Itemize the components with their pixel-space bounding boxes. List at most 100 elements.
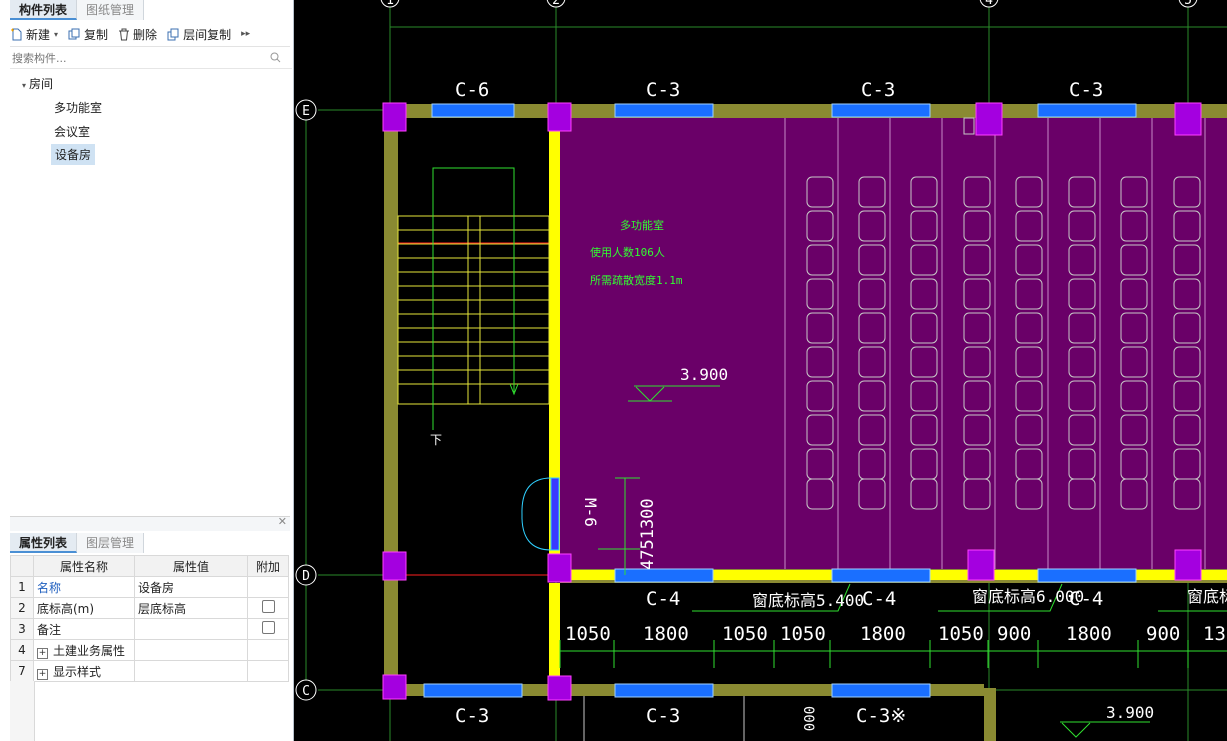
more-icon[interactable]: ▸▸ (241, 29, 251, 39)
dimension-label: 135 (1203, 623, 1227, 645)
tree-root-label: 房间 (29, 77, 54, 91)
seating (806, 176, 1201, 510)
elevation-label: 3.900 (680, 365, 728, 384)
extra-checkbox[interactable] (261, 600, 275, 613)
property-tabs: 属性列表 图层管理 (10, 533, 145, 553)
axis-label: D (302, 569, 310, 584)
dimension-label: 1050 (780, 623, 826, 645)
component-toolbar: 新建 ▾ 复制 删除 层间复制 ▸▸ (10, 22, 290, 47)
header-extra: 附加 (247, 555, 289, 577)
door-m6[interactable] (521, 477, 560, 551)
dimension-label: 1800 (1066, 623, 1112, 645)
tab-drawing-management[interactable]: 图纸管理 (77, 0, 145, 20)
new-file-icon (11, 28, 22, 40)
tab-property-list[interactable]: 属性列表 (10, 533, 78, 553)
component-tabs: 构件列表 图纸管理 (10, 0, 145, 20)
dimension-label: 1050 (722, 623, 768, 645)
window-label: C-3 (861, 79, 895, 101)
stair-down-label: 下 (430, 433, 442, 447)
room-evac-label: 所需疏散宽度1.1m (590, 273, 683, 287)
panel-splitter[interactable]: ✕ (10, 515, 290, 531)
room-name-label: 多功能室 (620, 218, 664, 232)
collapse-icon[interactable]: ▾ (22, 81, 27, 90)
tree-item-meeting[interactable]: 会议室 (54, 125, 91, 139)
new-button[interactable]: 新建 ▾ (10, 26, 58, 43)
delete-button[interactable]: 删除 (118, 26, 157, 43)
extra-checkbox[interactable] (261, 621, 275, 634)
dimension-label: 1800 (643, 623, 689, 645)
vertical-dimension: 4751300 (638, 498, 658, 570)
table-row[interactable]: 7 +显示样式 (10, 660, 289, 682)
tree-item-equipment[interactable]: 设备房 (51, 144, 96, 165)
table-row[interactable]: 1 名称 设备房 (10, 576, 289, 598)
axis-label: 1 (386, 0, 394, 8)
window-label: C-3※ (856, 705, 906, 727)
copy-button-label: 复制 (84, 27, 109, 42)
copy-icon (68, 28, 80, 39)
axis-label: 4 (985, 0, 993, 8)
staircase[interactable] (397, 215, 550, 405)
floor-copy-button[interactable]: 层间复制 (167, 26, 231, 43)
window-label: C-6 (455, 79, 489, 101)
expand-icon[interactable]: + (37, 668, 48, 680)
header-name: 属性名称 (33, 555, 135, 577)
search-icon[interactable] (270, 52, 281, 63)
property-name: 名称 (33, 576, 135, 598)
table-row[interactable]: 3 备注 (10, 618, 289, 640)
axis-label: E (302, 104, 310, 119)
windows (423, 103, 1137, 698)
dimension-label: 1800 (860, 623, 906, 645)
chevron-down-icon[interactable]: ▾ (54, 29, 59, 39)
left-panel: 构件列表 图纸管理 新建 ▾ 复制 删除 层间复制 ▸▸ ▾房间 多功能室 会议… (0, 0, 294, 741)
window-label: C-3 (646, 705, 680, 727)
property-name: 备注 (33, 618, 135, 640)
room-multifunction[interactable] (560, 118, 1227, 569)
dimension-label: 900 (1146, 623, 1180, 645)
copy-button[interactable]: 复制 (68, 26, 108, 43)
axis-label: 5 (1184, 0, 1192, 8)
sill-label: 窗底标高5.400 (752, 591, 864, 610)
trash-icon (119, 28, 130, 40)
room-occupancy-label: 使用人数106人 (590, 246, 665, 259)
floor-copy-button-label: 层间复制 (183, 27, 232, 42)
cad-drawing-canvas[interactable]: 1 2 4 5 E D C (294, 0, 1227, 741)
table-row[interactable]: 2 底标高(m) 层底标高 (10, 597, 289, 619)
axis-label: 2 (552, 0, 560, 8)
property-value[interactable]: 层底标高 (134, 597, 248, 619)
property-header-row: 属性名称 属性值 附加 (10, 555, 289, 577)
property-group[interactable]: +土建业务属性 (33, 639, 135, 661)
window-label: C-4 (646, 588, 680, 610)
floor-copy-icon (167, 28, 179, 40)
window-label: C-4 (862, 588, 896, 610)
property-name: 底标高(m) (33, 597, 135, 619)
window-label: C-4 (1069, 588, 1103, 610)
delete-button-label: 删除 (133, 27, 158, 42)
window-label: C-3 (1069, 79, 1103, 101)
header-value: 属性值 (134, 555, 248, 577)
columns (382, 102, 1202, 701)
door-label: M-6 (581, 498, 600, 527)
tab-component-list[interactable]: 构件列表 (10, 0, 78, 20)
tab-layer-management[interactable]: 图层管理 (77, 533, 145, 553)
property-group[interactable]: +显示样式 (33, 660, 135, 682)
new-button-label: 新建 (26, 27, 51, 42)
sill-label: 窗底标高 (1187, 587, 1227, 606)
tree-root-room[interactable]: ▾房间 (22, 75, 53, 92)
window-label: C-3 (455, 705, 489, 727)
window-label: C-3 (646, 79, 680, 101)
dimension-label: 900 (997, 623, 1031, 645)
expand-icon[interactable]: + (37, 647, 48, 659)
property-table: 属性名称 属性值 附加 1 名称 设备房 2 底标高(m) 层底标高 3 备注 … (10, 555, 289, 682)
property-value[interactable]: 设备房 (134, 576, 248, 598)
dimension-label: 1050 (938, 623, 984, 645)
sill-label: 窗底标高6.000 (972, 587, 1084, 606)
close-icon[interactable]: ✕ (277, 515, 287, 528)
table-row[interactable]: 4 +土建业务属性 (10, 639, 289, 661)
elevation-label: 3.900 (1106, 703, 1154, 722)
tree-item-multifunction[interactable]: 多功能室 (54, 101, 103, 115)
axis-label: C (302, 684, 310, 699)
search-input[interactable] (10, 48, 292, 69)
property-value[interactable] (134, 618, 248, 640)
dimension-label: 1050 (565, 623, 611, 645)
vertical-dimension-2: 000 (800, 706, 816, 731)
